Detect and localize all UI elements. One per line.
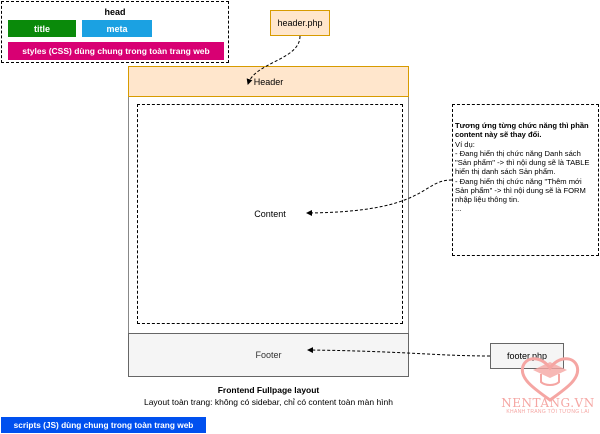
header-section: Header bbox=[128, 66, 409, 97]
note-line-2: - Đang hiển thị chức năng "Thêm mới Sản … bbox=[455, 176, 586, 205]
content-label: Content bbox=[254, 209, 286, 219]
head-container: head title meta styles (CSS) dùng chung … bbox=[1, 1, 229, 63]
note-line-1: - Đang hiển thị chức năng Danh sách "Sản… bbox=[455, 148, 590, 177]
page-frame bbox=[128, 66, 409, 377]
nentang-logo-icon bbox=[520, 357, 580, 402]
footer-section: Footer bbox=[128, 333, 409, 377]
content-note: Tương ứng từng chức năng thì phần conten… bbox=[452, 104, 599, 256]
note-ellipsis: ... bbox=[455, 204, 462, 214]
content-section: Content bbox=[137, 104, 403, 324]
styles-chip: styles (CSS) dùng chung trong toàn trang… bbox=[8, 42, 224, 60]
meta-chip: meta bbox=[82, 20, 152, 37]
note-heading: Tương ứng từng chức năng thì phần conten… bbox=[455, 121, 589, 140]
watermark-tagline: KHANH TRANG TỚI TƯƠNG LAI bbox=[506, 409, 590, 415]
diagram-caption-subtitle: Layout toàn trang: không có sidebar, chỉ… bbox=[143, 397, 394, 407]
watermark-name: NENTANG.VN bbox=[501, 396, 595, 410]
title-chip: title bbox=[8, 20, 76, 37]
diagram-caption-title: Frontend Fullpage layout bbox=[217, 385, 320, 395]
scripts-chip: scripts (JS) dùng chung trong toàn trang… bbox=[1, 417, 206, 433]
header-php-node: header.php bbox=[270, 10, 330, 36]
head-label: head bbox=[104, 7, 126, 17]
note-example-label: Ví dụ: bbox=[455, 139, 475, 149]
footer-php-node: footer.php bbox=[490, 343, 564, 369]
